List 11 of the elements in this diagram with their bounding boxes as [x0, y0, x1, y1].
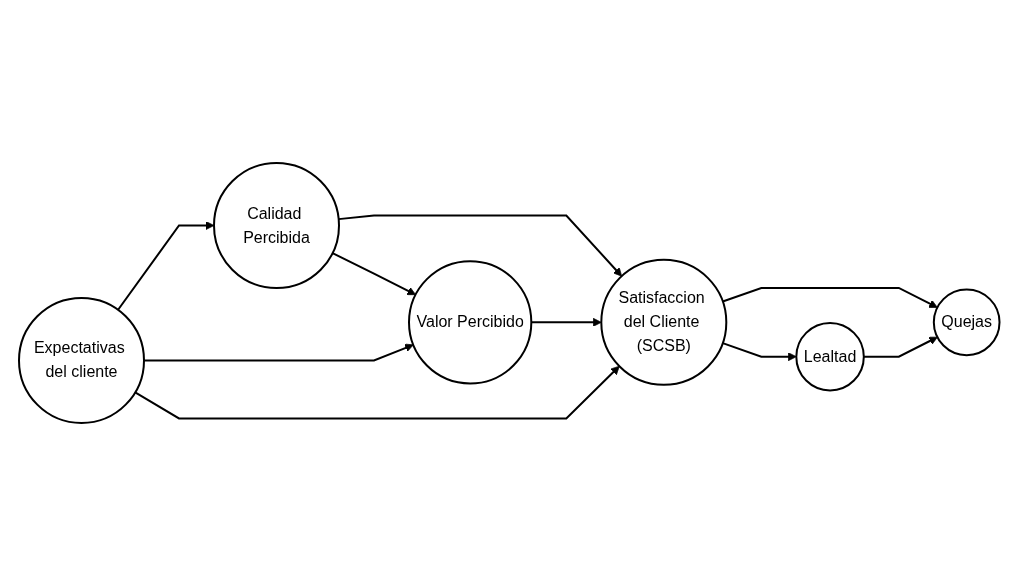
- node-circle: Lealtad: [795, 321, 866, 391]
- node-circle: Expectativas del cliente: [18, 296, 146, 424]
- node-circle: Quejas: [933, 288, 1001, 356]
- arrow: [331, 251, 417, 295]
- node-circle: Valor Percibido: [408, 259, 533, 385]
- arrow: [134, 365, 620, 420]
- node-circle: Satisfaccion del Cliente (SCSB): [600, 258, 728, 386]
- arrow: [117, 220, 215, 311]
- arrow: [722, 286, 938, 308]
- arrow: [722, 341, 797, 361]
- node-circle: Calidad Percibida: [213, 161, 341, 289]
